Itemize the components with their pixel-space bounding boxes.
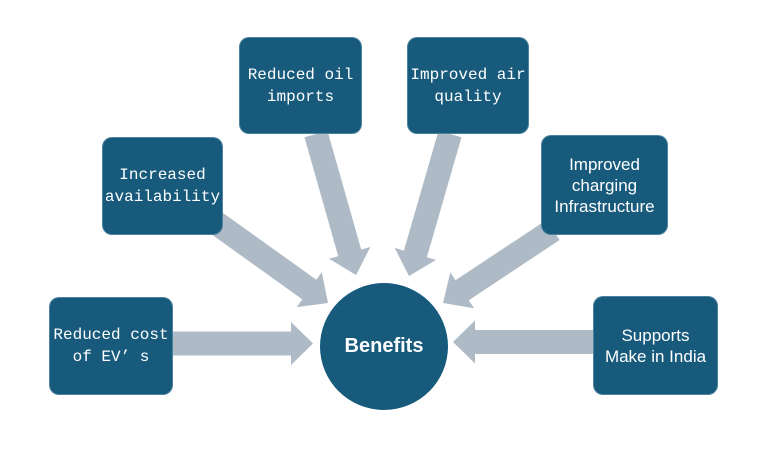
arrow-reduced-cost-to-benefits bbox=[173, 322, 313, 365]
node-label: Reduced cost of EV’ s bbox=[53, 326, 169, 366]
node-label: Improved air quality bbox=[410, 65, 526, 106]
arrow-increased-availability-to-benefits bbox=[208, 212, 328, 308]
node-reduced-cost-of-evs: Reduced cost of EV’ s bbox=[49, 297, 173, 395]
node-increased-availability: Increased availability bbox=[102, 137, 223, 235]
arrow-reduced-oil-to-benefits bbox=[304, 130, 371, 275]
arrow-improved-air-to-benefits bbox=[394, 130, 462, 276]
node-supports-make-in-india: Supports Make in India bbox=[593, 296, 718, 395]
arrow-improved-charging-to-benefits bbox=[443, 220, 560, 309]
node-label: Increased availability bbox=[104, 166, 221, 206]
node-label: Improved charging Infrastructure bbox=[554, 154, 655, 216]
center-label: Benefits bbox=[344, 335, 424, 357]
arrow-supports-india-to-benefits bbox=[453, 320, 595, 364]
node-benefits-center: Benefits bbox=[320, 283, 448, 410]
node-reduced-oil-imports: Reduced oil imports bbox=[239, 37, 362, 134]
node-improved-charging-infrastructure: Improved charging Infrastructure bbox=[541, 135, 668, 235]
node-improved-air-quality: Improved air quality bbox=[407, 37, 529, 134]
node-label: Reduced oil imports bbox=[247, 65, 354, 106]
node-label: Supports Make in India bbox=[604, 325, 707, 366]
